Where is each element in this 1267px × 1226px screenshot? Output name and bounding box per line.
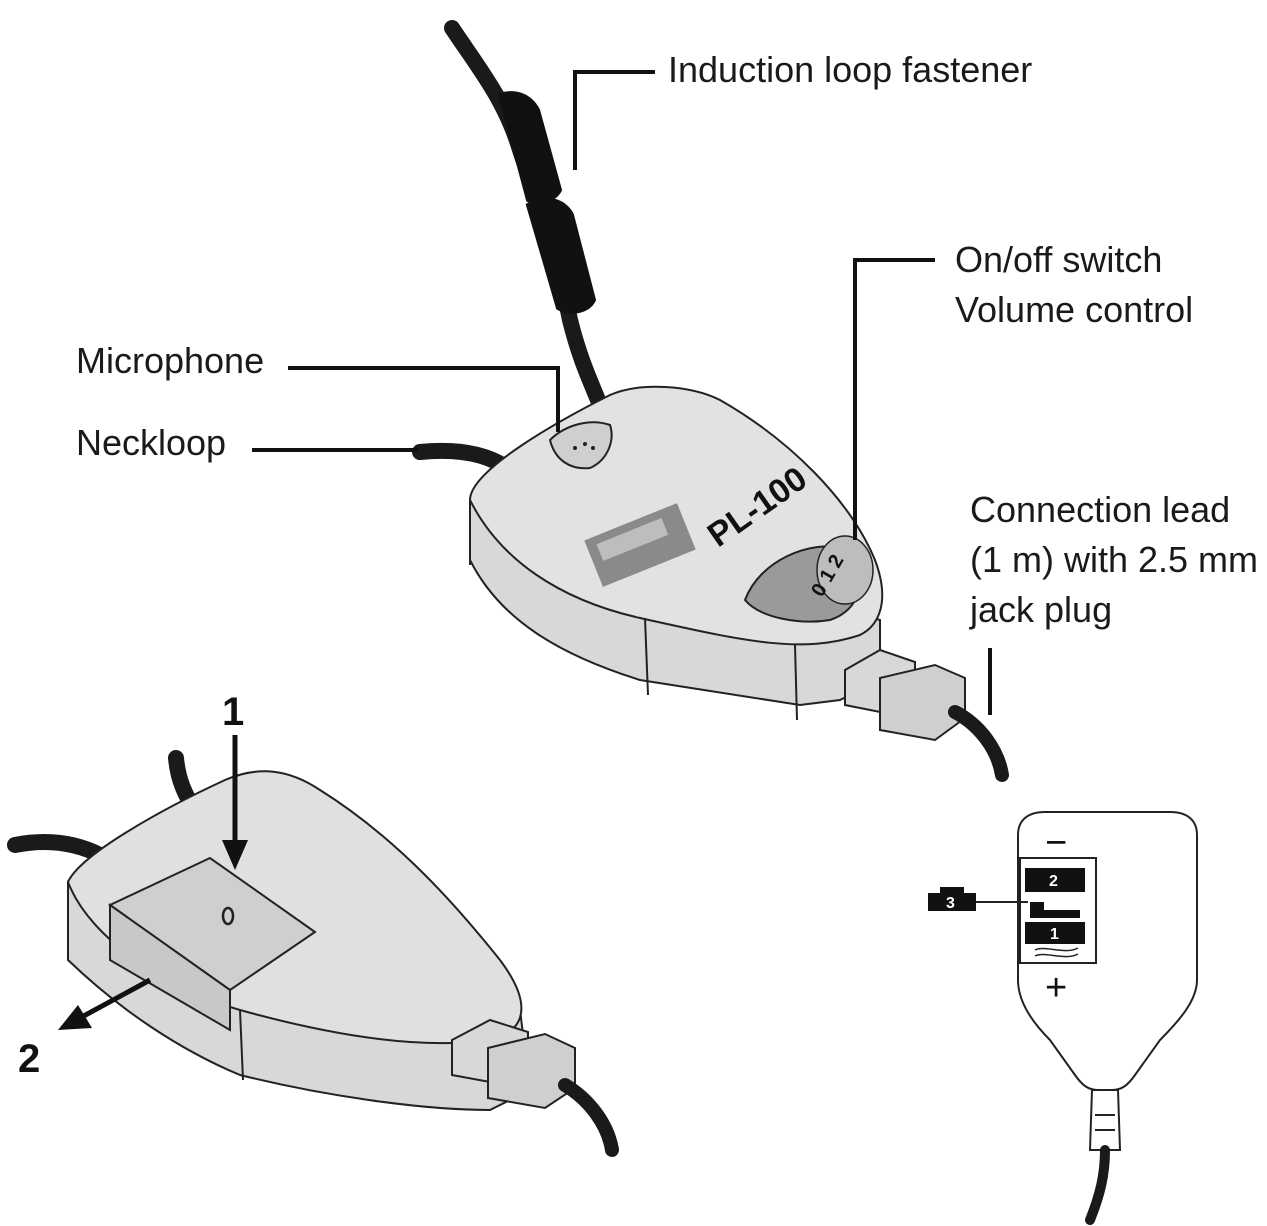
battery-cover-front — [109, 903, 231, 1032]
bottom-neckloop-cable-left — [7, 834, 108, 863]
label-connection-lead-3: jack plug — [969, 589, 1112, 630]
leader-on-off-switch — [853, 258, 935, 540]
remote-cable — [1085, 1145, 1110, 1225]
battery-cover-hole — [221, 906, 235, 926]
bottom-connection-cable — [558, 1078, 619, 1157]
remote-slot-3 — [928, 893, 976, 911]
label-connection-lead-1: Connection lead — [970, 489, 1230, 530]
label-microphone: Microphone — [76, 340, 264, 381]
remote-slot-2-label: 2 — [1049, 873, 1058, 890]
loop-fastener-upper — [497, 91, 563, 204]
remote-slot-1 — [1025, 922, 1085, 944]
label-induction-loop-fastener: Induction loop fastener — [668, 49, 1032, 90]
connection-lead-cable — [948, 705, 1009, 782]
remote-stem — [1088, 1089, 1122, 1151]
step-2-number: 2 — [18, 1037, 40, 1081]
remote-plus: + — [1045, 967, 1067, 1009]
label-connection-lead-2: (1 m) with 2.5 mm — [970, 539, 1258, 580]
label-neckloop: Neckloop — [76, 422, 226, 463]
arrow-step-2 — [78, 977, 152, 1021]
loop-fastener-lower — [525, 197, 597, 314]
remote-slot-frame — [1019, 857, 1097, 964]
leader-induction-loop — [573, 70, 655, 170]
step-1-number: 1 — [222, 690, 244, 734]
remote-slot-3-label: 3 — [946, 895, 955, 912]
label-on-off-switch: On/off switch — [955, 239, 1162, 280]
top-connector-plug — [844, 648, 966, 742]
induction-loop-cable — [444, 20, 608, 413]
remote-slot-1-label: 1 — [1050, 926, 1059, 943]
remote-slot-2 — [1025, 868, 1085, 892]
leader-microphone — [288, 366, 560, 432]
bottom-device: 1 2 — [7, 690, 619, 1157]
device-logo-panel — [584, 503, 696, 587]
top-device: PL-100 0 1 2 — [412, 20, 1009, 782]
label-volume-control: Volume control — [955, 289, 1193, 330]
remote-minus: − — [1045, 822, 1067, 864]
volume-remote: − + 2 1 3 — [928, 811, 1198, 1225]
bottom-connector-plug — [451, 1018, 576, 1110]
microphone-grill — [548, 421, 613, 470]
top-labels: Induction loop fastener On/off switch Vo… — [76, 49, 1258, 715]
